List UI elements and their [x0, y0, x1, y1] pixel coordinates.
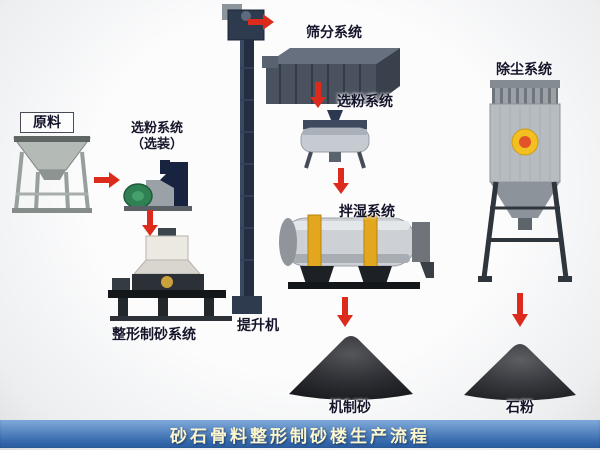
stone-powder-pile	[460, 340, 580, 402]
optional-classifier-machine	[116, 158, 200, 216]
stone-powder-label: 石粉	[506, 399, 534, 415]
raw-material-hopper-machine	[8, 132, 96, 216]
elevator-label: 提升机	[237, 317, 279, 333]
machine-sand-pile	[285, 332, 417, 402]
flow-arrow-elevator-to-screening	[248, 14, 274, 30]
screening-label: 筛分系统	[306, 24, 362, 40]
flow-arrow-optional-to-shaping	[142, 210, 158, 236]
optional-classifier-label-line2: （选装）	[130, 135, 183, 151]
raw-material-label: 原料	[20, 112, 74, 133]
wetting-drum-machine	[272, 196, 436, 294]
flow-arrow-wetting-to-sand	[337, 297, 353, 327]
dust-removal-label: 除尘系统	[496, 61, 552, 77]
flow-arrow-screening-to-classifier	[310, 82, 326, 108]
flow-arrow-raw-to-optional	[94, 172, 120, 188]
machine-sand-label: 机制砂	[329, 399, 371, 415]
wetting-label: 拌湿系统	[339, 203, 395, 219]
dust-collector-machine	[476, 78, 576, 286]
title-banner: 砂石骨料整形制砂楼生产流程	[0, 420, 600, 448]
optional-classifier-label: 选粉系统 （选装）	[118, 120, 196, 151]
optional-classifier-label-line1: 选粉系统	[130, 120, 183, 135]
shaping-label: 整形制砂系统	[112, 326, 196, 342]
shaping-crusher-machine	[96, 228, 236, 324]
flow-arrow-classifier-to-wetting	[333, 168, 349, 194]
powder-classifier-machine	[293, 108, 377, 170]
page-title: 砂石骨料整形制砂楼生产流程	[170, 426, 430, 446]
classifier-label: 选粉系统	[337, 93, 393, 109]
flow-arrow-dust-to-powder	[512, 293, 528, 327]
